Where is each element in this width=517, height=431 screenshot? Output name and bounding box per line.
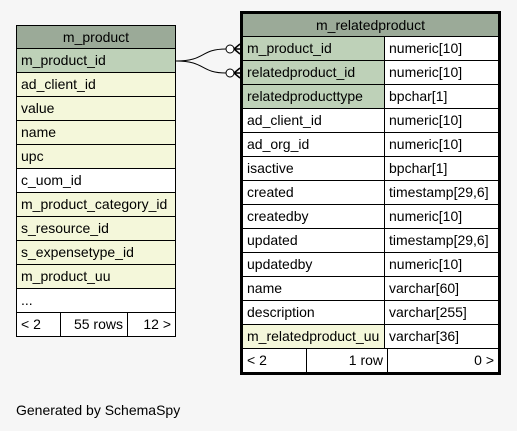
column-row[interactable]: s_expensetype_id bbox=[17, 241, 175, 265]
column-name: updatedby bbox=[243, 253, 385, 276]
many-marker bbox=[233, 43, 241, 55]
relationship-line bbox=[175, 60, 227, 74]
column-name: upc bbox=[21, 148, 44, 164]
row-count: 1 row bbox=[307, 349, 388, 372]
column-name: s_resource_id bbox=[21, 220, 109, 236]
column-type: numeric[10] bbox=[385, 37, 498, 60]
column-row[interactable]: m_product_category_id bbox=[17, 193, 175, 217]
column-type: varchar[255] bbox=[385, 301, 498, 324]
generated-by-text: Generated by SchemaSpy bbox=[16, 402, 181, 418]
relationship-line bbox=[175, 48, 227, 62]
children-count[interactable]: 12 > bbox=[143, 316, 171, 332]
parents-count[interactable]: < 2 bbox=[17, 313, 61, 336]
column-name: relatedproduct_id bbox=[243, 61, 385, 84]
column-name: createdby bbox=[243, 205, 385, 228]
column-name: created bbox=[243, 181, 385, 204]
parents-count[interactable]: < 2 bbox=[243, 349, 307, 372]
column-type: varchar[60] bbox=[385, 277, 498, 300]
column-type: bpchar[1] bbox=[385, 85, 498, 108]
column-name: ad_client_id bbox=[21, 76, 96, 92]
column-name: c_uom_id bbox=[21, 172, 82, 188]
column-name: relatedproducttype bbox=[243, 85, 385, 108]
column-row[interactable]: m_product_uu bbox=[17, 265, 175, 289]
column-name: updated bbox=[243, 229, 385, 252]
optional-marker bbox=[225, 68, 235, 78]
column-type: numeric[10] bbox=[385, 253, 498, 276]
table-footer: < 2 1 row 0 > bbox=[243, 348, 498, 372]
column-type: timestamp[29,6] bbox=[385, 229, 498, 252]
column-row[interactable]: s_resource_id bbox=[17, 217, 175, 241]
column-name: m_product_id bbox=[21, 52, 106, 68]
column-name: m_product_category_id bbox=[21, 196, 168, 212]
column-type: bpchar[1] bbox=[385, 157, 498, 180]
column-name: ... bbox=[21, 292, 33, 308]
column-type: numeric[10] bbox=[385, 109, 498, 132]
column-name: isactive bbox=[243, 157, 385, 180]
column-name: m_relatedproduct_uu bbox=[243, 325, 385, 348]
column-name: m_product_id bbox=[243, 37, 385, 60]
column-name: ad_client_id bbox=[243, 109, 385, 132]
column-row[interactable]: c_uom_id bbox=[17, 169, 175, 193]
many-marker bbox=[233, 67, 241, 79]
column-row[interactable]: value bbox=[17, 97, 175, 121]
column-name: ad_org_id bbox=[243, 133, 385, 156]
column-row[interactable]: name bbox=[17, 121, 175, 145]
column-name: m_product_uu bbox=[21, 268, 111, 284]
row-count: 55 rows bbox=[61, 313, 128, 336]
column-row[interactable]: m_product_id bbox=[17, 49, 175, 73]
column-type: timestamp[29,6] bbox=[385, 181, 498, 204]
children-count[interactable]: 0 > bbox=[474, 352, 494, 368]
column-name: name bbox=[21, 124, 57, 140]
column-row[interactable]: ... bbox=[17, 289, 175, 312]
column-name: s_expensetype_id bbox=[21, 244, 134, 260]
column-name: description bbox=[243, 301, 385, 324]
column-type: numeric[10] bbox=[385, 205, 498, 228]
table-title: m_product bbox=[17, 26, 175, 49]
column-name: name bbox=[243, 277, 385, 300]
column-row[interactable]: upc bbox=[17, 145, 175, 169]
optional-marker bbox=[225, 44, 235, 54]
column-type: numeric[10] bbox=[385, 61, 498, 84]
column-type: varchar[36] bbox=[385, 325, 498, 348]
table-footer: < 2 55 rows 12 > bbox=[17, 312, 175, 336]
table-title: m_relatedproduct bbox=[243, 14, 498, 37]
column-type: numeric[10] bbox=[385, 133, 498, 156]
column-row[interactable]: ad_client_id bbox=[17, 73, 175, 97]
column-name: value bbox=[21, 100, 55, 116]
